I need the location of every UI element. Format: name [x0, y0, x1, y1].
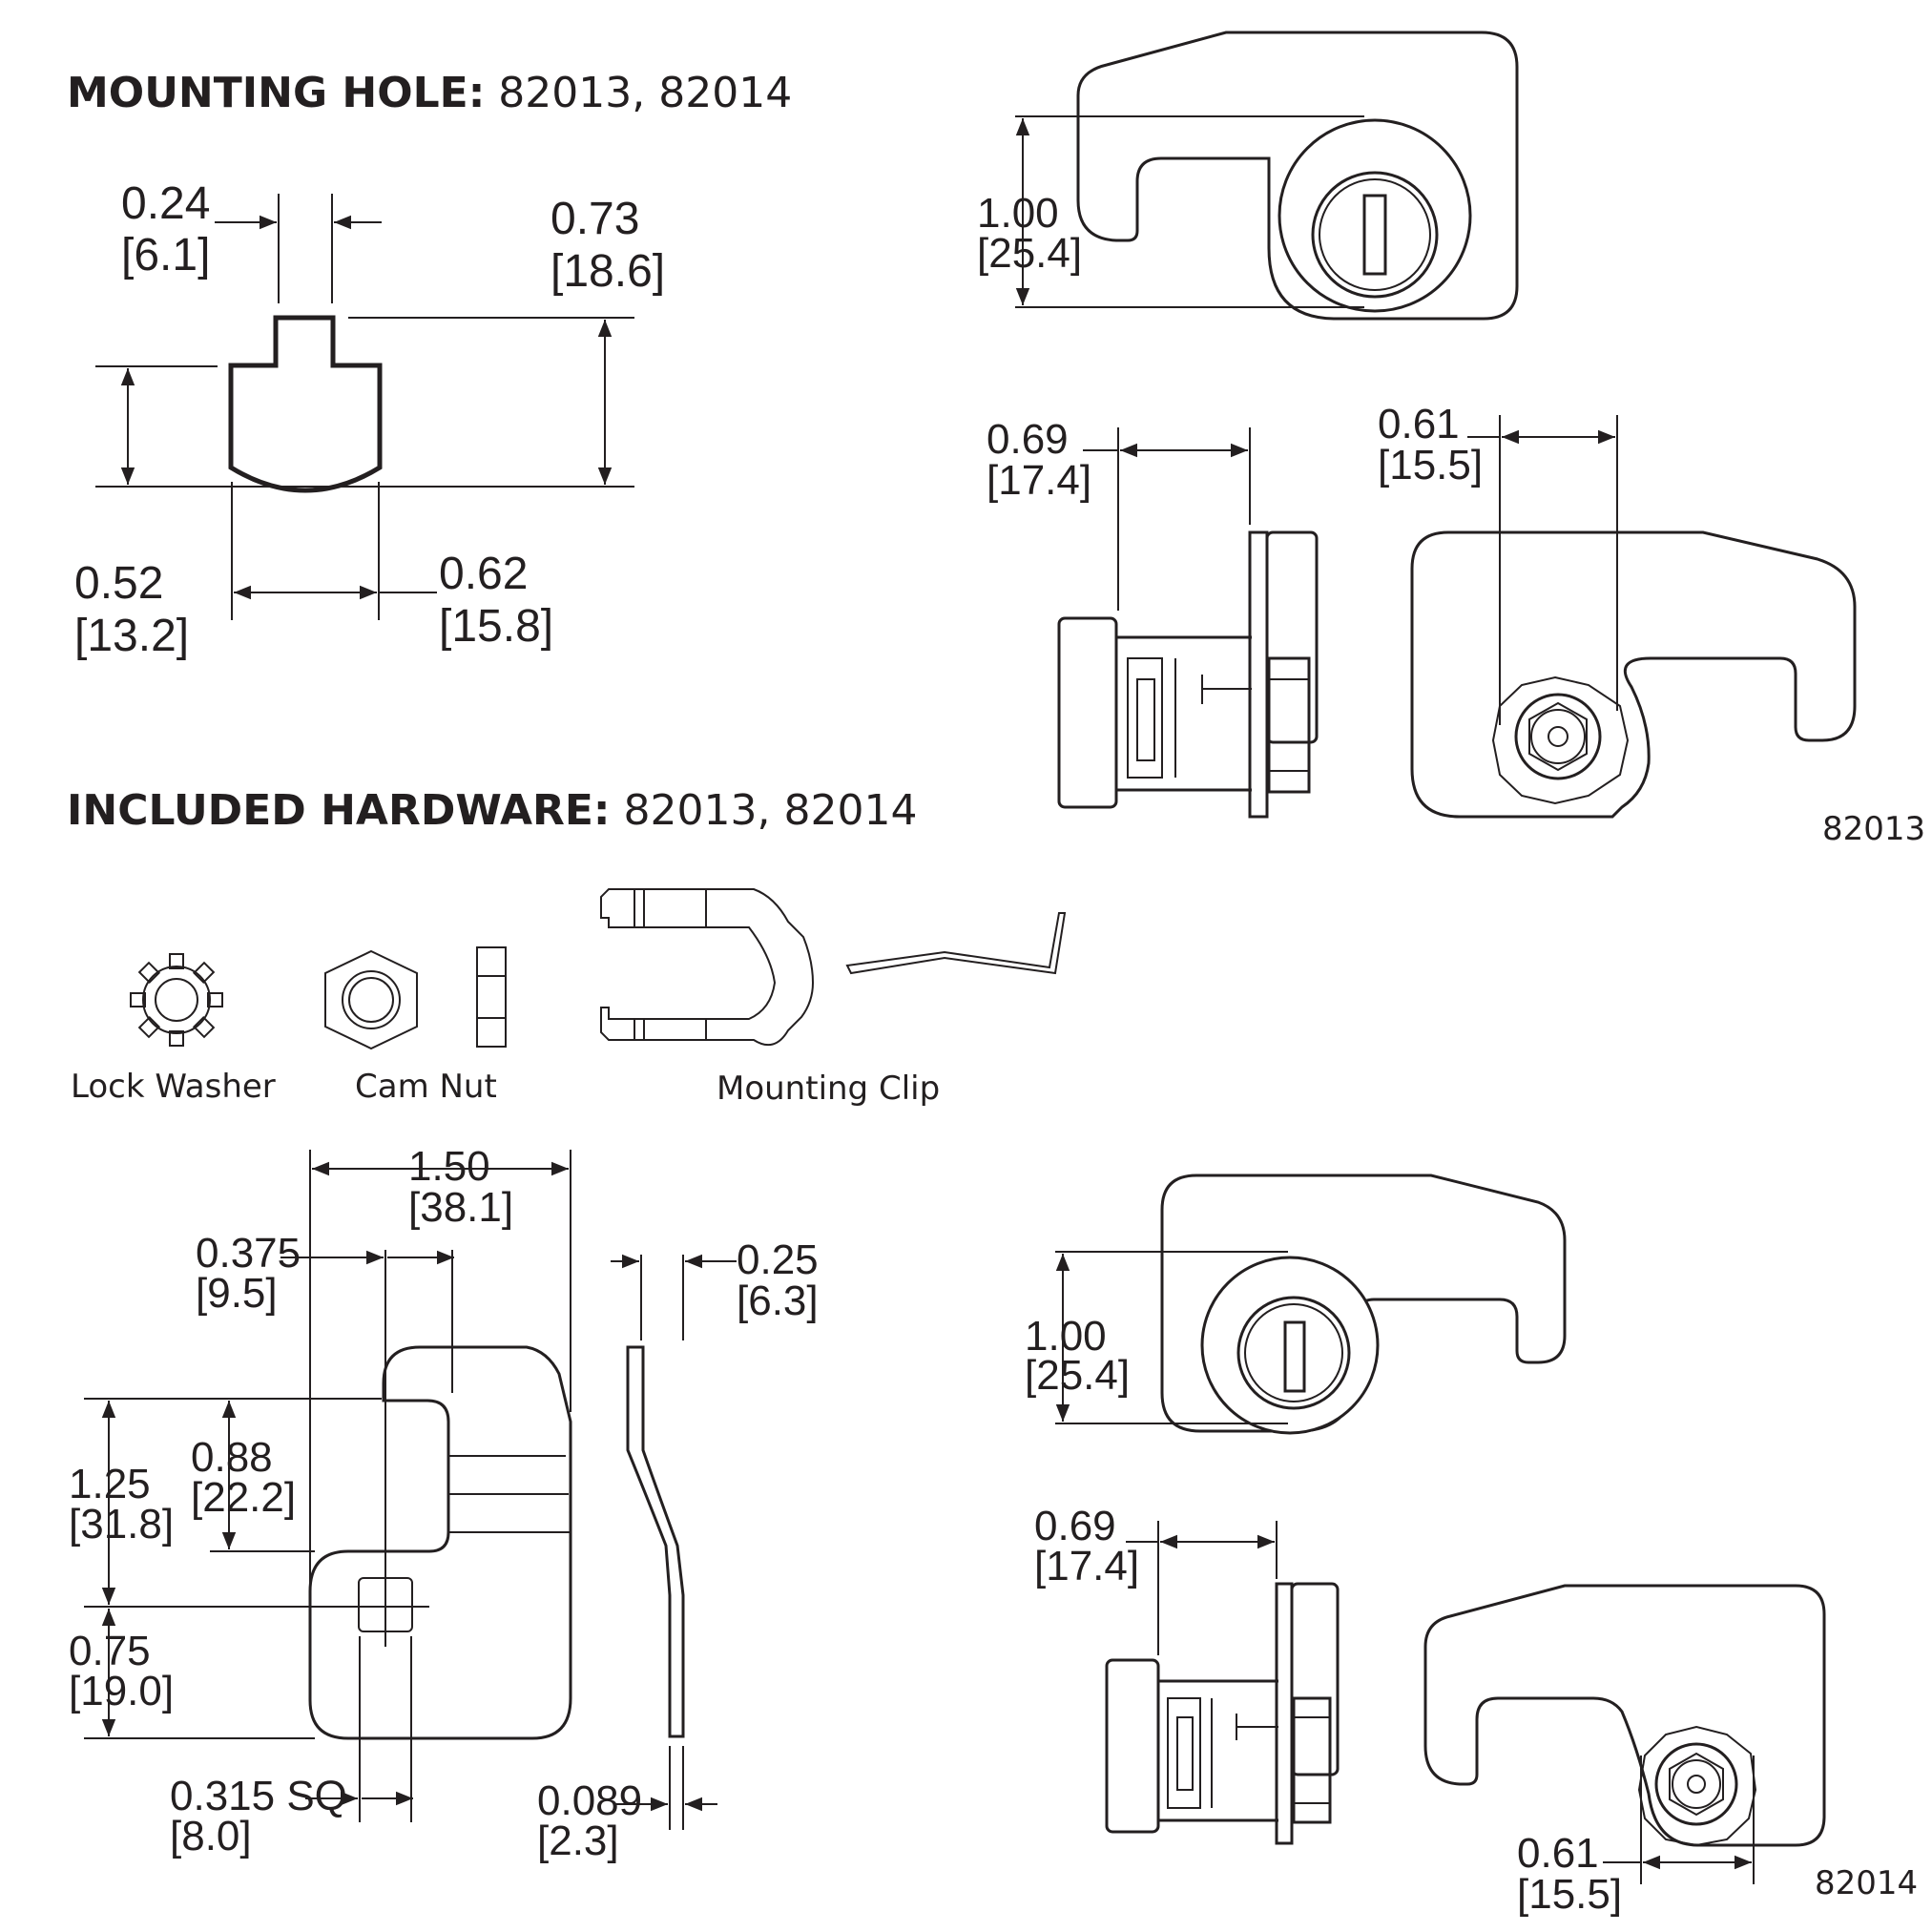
lock-washer-label: Lock Washer	[71, 1068, 276, 1106]
side-view-82013	[1057, 427, 1319, 819]
model-82014-drawing: 1.00 [25.4] 0.69 [17.4]	[1025, 1174, 1918, 1918]
dim-hole-width: 0.62	[439, 549, 528, 599]
included-hardware-title: INCLUDED HARDWARE: 82013, 82014	[67, 786, 917, 835]
dim-hole-height: 0.73	[551, 194, 639, 244]
dim-hole-height-mm: [18.6]	[551, 246, 665, 297]
mounting-hole-title: MOUNTING HOLE: 82013, 82014	[67, 69, 792, 117]
included-hardware-section: INCLUDED HARDWARE: 82013, 82014 Lock Was…	[67, 786, 1067, 1108]
dim-thickness-mm: [2.3]	[537, 1818, 619, 1864]
dim-cam-width-mm: [38.1]	[408, 1184, 513, 1231]
mounting-hole-outline	[228, 315, 383, 493]
dim-offset: 0.25	[737, 1236, 819, 1283]
dim-key-width: 0.24	[121, 178, 210, 229]
dim-82014-front-mm: [25.4]	[1025, 1352, 1130, 1399]
cam-outline	[308, 1345, 572, 1740]
dim-82013-side: 0.69	[987, 416, 1069, 463]
dim-82013-back-mm: [15.5]	[1378, 442, 1483, 488]
dim-lower: 0.75	[69, 1628, 151, 1674]
back-view-82014	[1423, 1584, 1826, 1884]
dim-82013-back: 0.61	[1378, 401, 1460, 447]
dim-thickness: 0.089	[537, 1777, 642, 1824]
dim-key-width-mm: [6.1]	[121, 230, 210, 280]
mounting-hole-title-bold: MOUNTING HOLE:	[67, 69, 485, 117]
cam-drawing: 1.50 [38.1] 0.375 [9.5] 0.25 [6.3] 1.25 …	[69, 1143, 819, 1864]
mounting-clip-icon	[600, 888, 1067, 1047]
dim-82014-back-mm: [15.5]	[1517, 1871, 1622, 1918]
dim-slot-mm: [22.2]	[191, 1474, 296, 1521]
dim-82013-front: 1.00	[977, 190, 1059, 237]
dim-square: 0.315 SQ	[170, 1773, 347, 1819]
dim-cam-width: 1.50	[408, 1143, 490, 1190]
dim-square-mm: [8.0]	[170, 1813, 252, 1859]
dim-overall-height: 1.25	[69, 1461, 151, 1507]
dim-hole-offset-mm: [9.5]	[196, 1270, 278, 1317]
dim-82014-side: 0.69	[1034, 1503, 1116, 1549]
dim-hole-offset: 0.375	[196, 1230, 301, 1277]
lock-washer-icon	[130, 953, 223, 1047]
side-view-82014	[1105, 1521, 1340, 1845]
dim-82013-side-mm: [17.4]	[987, 457, 1091, 504]
dim-82013-front-mm: [25.4]	[977, 230, 1082, 277]
mounting-hole-title-parts: 82013, 82014	[485, 69, 792, 117]
model-82014-label: 82014	[1815, 1864, 1918, 1902]
front-cam-82013	[1076, 31, 1519, 321]
cam-nut-label: Cam Nut	[355, 1068, 497, 1106]
included-hardware-title-parts: 82013, 82014	[611, 786, 918, 835]
model-82013-label: 82013	[1822, 810, 1925, 848]
back-view-82013	[1410, 415, 1857, 819]
cam-nut-icon	[324, 946, 507, 1050]
dim-slot: 0.88	[191, 1434, 273, 1481]
dim-lower-mm: [19.0]	[69, 1668, 174, 1714]
dim-82014-side-mm: [17.4]	[1034, 1543, 1139, 1589]
model-82013-drawing: 1.00 [25.4] 0.69 [17.4]	[977, 31, 1925, 848]
dim-hole-width-mm: [15.8]	[439, 601, 553, 652]
dim-flat-height: 0.52	[74, 558, 163, 609]
dim-82014-back: 0.61	[1517, 1830, 1599, 1877]
dim-offset-mm: [6.3]	[737, 1278, 819, 1324]
dim-82014-front: 1.00	[1025, 1313, 1107, 1360]
included-hardware-title-bold: INCLUDED HARDWARE:	[67, 786, 611, 835]
mounting-hole-section: MOUNTING HOLE: 82013, 82014 0.24 [6.1] 0…	[67, 69, 792, 661]
mounting-clip-label: Mounting Clip	[717, 1070, 940, 1108]
dim-flat-height-mm: [13.2]	[74, 611, 189, 661]
dim-overall-height-mm: [31.8]	[69, 1501, 174, 1548]
